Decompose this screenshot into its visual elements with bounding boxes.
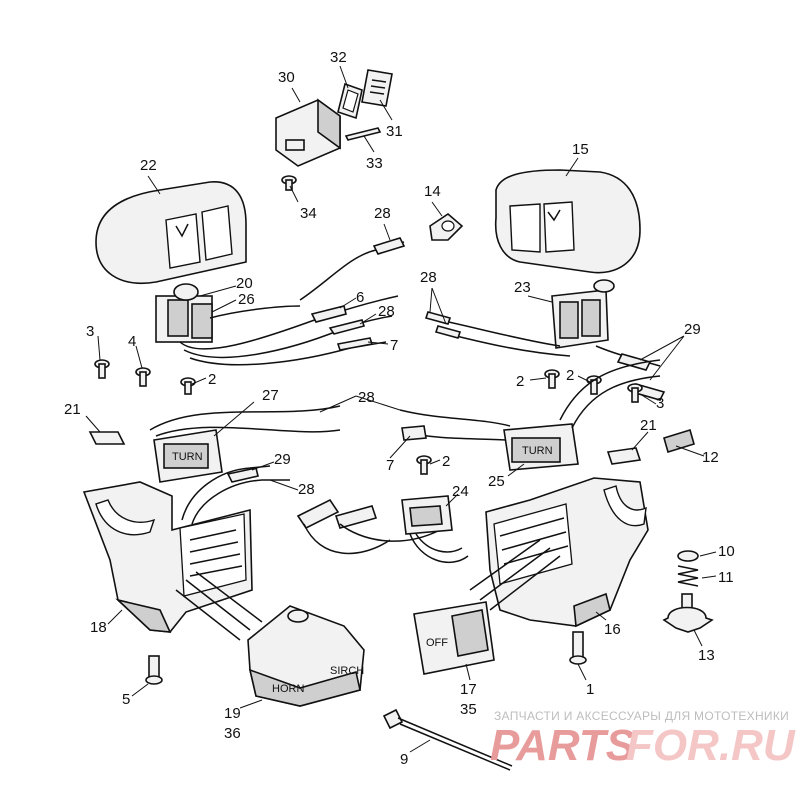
part-25-right-turn-switch: TURN — [503, 423, 579, 471]
callout-3-left: 3 — [86, 323, 94, 340]
callout-17: 17 — [460, 681, 477, 698]
off-label: OFF — [426, 637, 448, 649]
callout-34: 34 — [300, 205, 317, 222]
callout-2-center: 2 — [442, 453, 450, 470]
part-24-bracket — [401, 495, 469, 564]
callout-2-right: 2 — [566, 367, 574, 384]
part-7-connector — [401, 425, 427, 441]
callout-10: 10 — [718, 543, 735, 560]
callout-36: 36 — [224, 725, 241, 742]
part-21-right-clip — [606, 447, 642, 465]
callout-32: 32 — [330, 49, 347, 66]
callout-9: 9 — [400, 751, 408, 768]
part-10-washer — [677, 550, 699, 562]
callout-28-top: 28 — [374, 205, 391, 222]
part-1-screw — [569, 631, 587, 665]
callout-11: 11 — [718, 569, 734, 586]
callout-28-mid: 28 — [378, 303, 395, 320]
left-switch-cable — [149, 405, 341, 437]
callout-26: 26 — [238, 291, 255, 308]
callout-19: 19 — [224, 705, 241, 722]
callout-21-right: 21 — [640, 417, 657, 434]
part-21-left-clip — [88, 431, 126, 445]
part-33-terminal — [344, 127, 382, 141]
turn-label-right: TURN — [522, 445, 553, 457]
callout-27: 27 — [262, 387, 279, 404]
watermark: ЗАПЧАСТИ И АКСЕССУАРЫ ДЛЯ МОТОТЕХНИКИ PA… — [490, 709, 796, 770]
part-13-knob — [662, 593, 714, 633]
callout-5: 5 — [122, 691, 130, 708]
leader-lines — [85, 65, 717, 753]
left-wiring-harness — [179, 237, 406, 366]
screws-left — [94, 359, 196, 395]
callout-2-mid: 2 — [516, 373, 524, 390]
part-19-horn-siren-switch: HORN SIRCH — [175, 571, 365, 707]
callout-23: 23 — [514, 279, 531, 296]
watermark-brand-part2: FOR.RU — [626, 721, 796, 770]
callout-29-left: 29 — [274, 451, 291, 468]
part-16-right-lower-housing — [485, 477, 649, 628]
right-upper-cable — [559, 359, 661, 429]
part-15-right-switch-cover — [494, 169, 641, 274]
callout-31: 31 — [386, 123, 403, 140]
watermark-tagline: ЗАПЧАСТИ И АКСЕССУАРЫ ДЛЯ МОТОТЕХНИКИ — [494, 709, 789, 723]
callout-3-right: 3 — [656, 395, 664, 412]
callout-22: 22 — [140, 157, 157, 174]
callout-28-lower: 28 — [298, 481, 315, 498]
part-34-screw — [281, 175, 297, 191]
callout-29-right: 29 — [684, 321, 701, 338]
part-22-left-switch-cover — [95, 181, 247, 284]
callout-21-left: 21 — [64, 401, 81, 418]
part-12-pad — [663, 428, 695, 454]
part-23-right-switch-assembly — [551, 279, 615, 349]
callout-33: 33 — [366, 155, 383, 172]
callout-16: 16 — [604, 621, 621, 638]
callout-numbers: 30 32 31 33 22 15 14 34 28 20 26 6 28 7 … — [64, 49, 735, 768]
watermark-brand-part1: PARTS — [490, 721, 635, 770]
callout-28-right: 28 — [420, 269, 437, 286]
callout-30: 30 — [278, 69, 295, 86]
callout-7-mid: 7 — [386, 457, 394, 474]
callout-7-top: 7 — [390, 337, 398, 354]
part-9-cable-tie — [382, 708, 513, 771]
callout-13: 13 — [698, 647, 715, 664]
part-18-left-lower-housing — [82, 481, 253, 633]
part-17-off-switch: OFF — [413, 539, 561, 675]
callout-24: 24 — [452, 483, 469, 500]
part-5-screw — [145, 655, 163, 685]
callout-4: 4 — [128, 333, 136, 350]
left-lower-wires — [181, 465, 290, 525]
callout-6: 6 — [356, 289, 364, 306]
part-30-relay-housing — [275, 98, 341, 167]
part-28-connector-left — [226, 467, 259, 483]
part-32-gasket — [337, 82, 363, 120]
callout-25: 25 — [488, 473, 505, 490]
part-27-left-turn-switch: TURN — [153, 429, 223, 483]
part-28-lower-connectors — [296, 498, 441, 555]
callout-20: 20 — [236, 275, 253, 292]
siren-label: SIRCH — [330, 665, 364, 677]
part-20-26-left-switch-assembly — [155, 283, 213, 343]
turn-label-left: TURN — [172, 451, 203, 463]
callout-35: 35 — [460, 701, 477, 718]
callout-2-left: 2 — [208, 371, 216, 388]
callout-1: 1 — [586, 681, 594, 698]
part-11-spring — [677, 565, 699, 587]
horn-label: HORN — [272, 683, 304, 695]
callout-12: 12 — [702, 449, 719, 466]
callout-15: 15 — [572, 141, 589, 158]
part-31-connector — [361, 69, 393, 107]
part-14-wire-clip — [429, 212, 464, 241]
callout-18: 18 — [90, 619, 107, 636]
callout-14: 14 — [424, 183, 441, 200]
callout-28-center: 28 — [358, 389, 375, 406]
